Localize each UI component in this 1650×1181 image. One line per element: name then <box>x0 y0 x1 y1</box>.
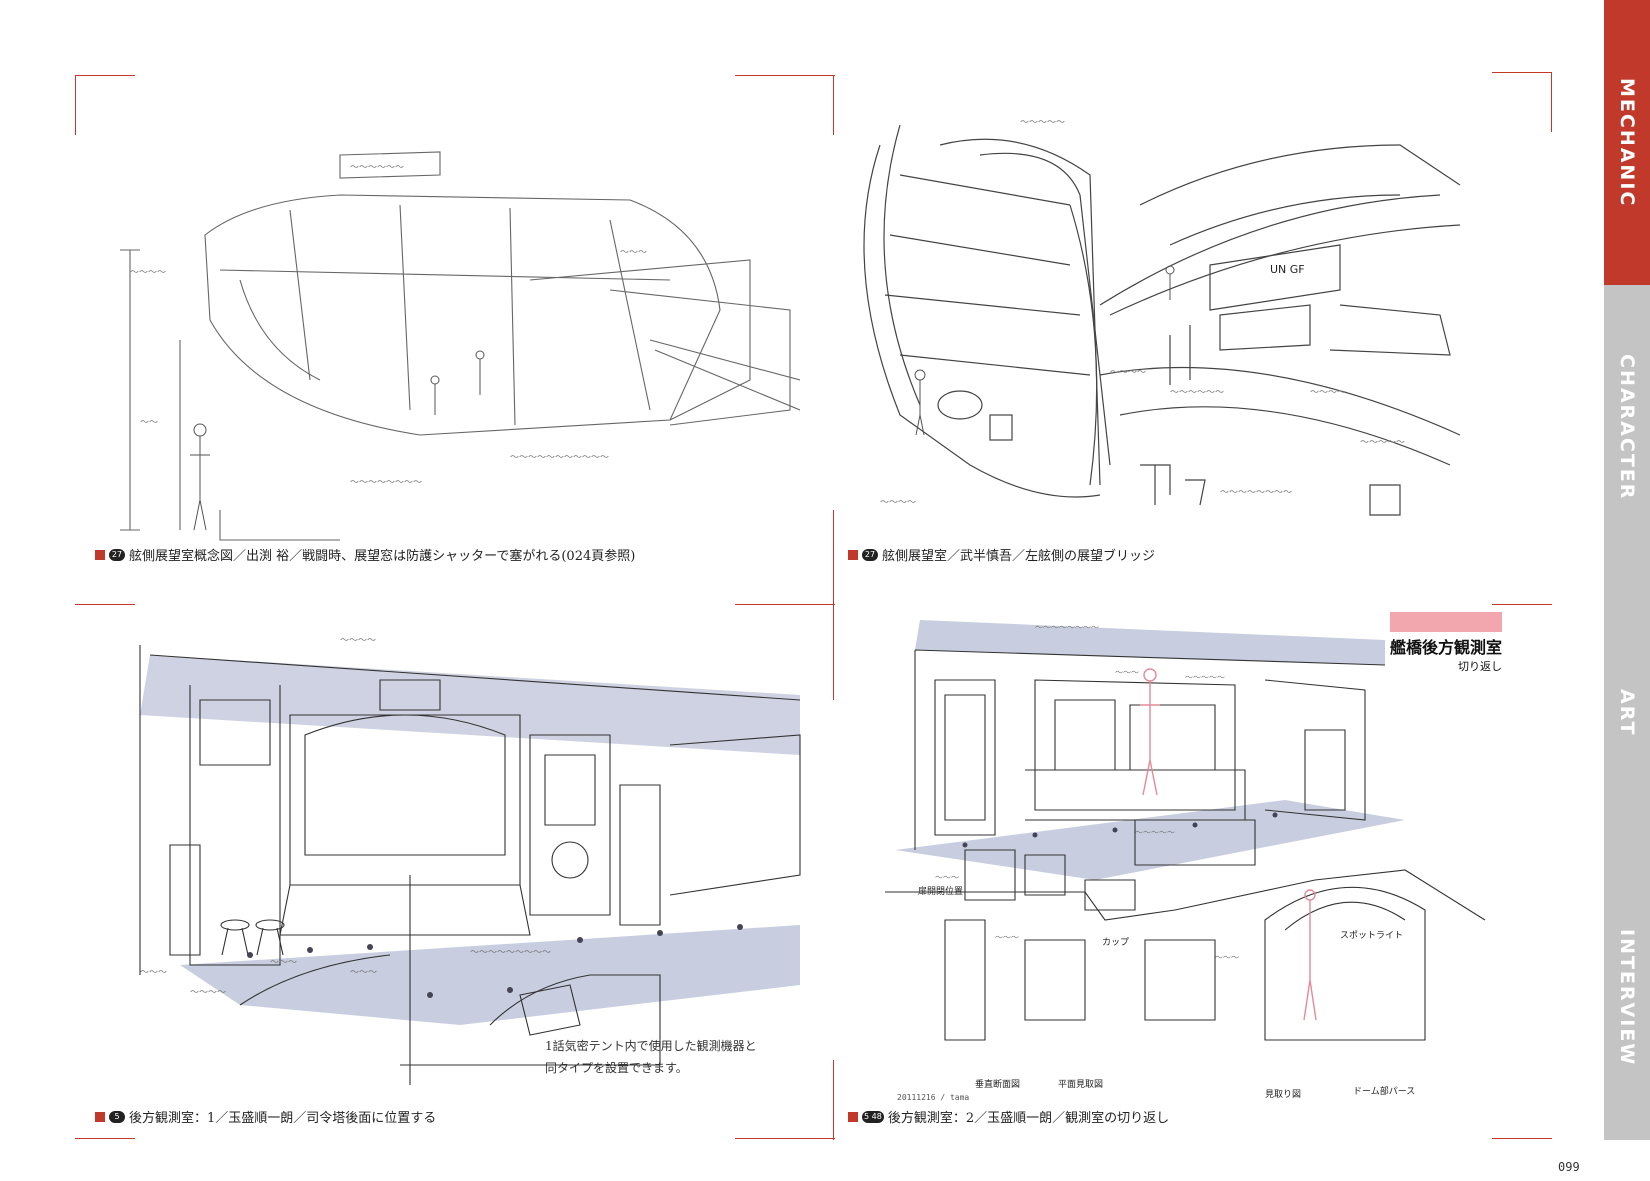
label-door: 扉開閉位置 <box>918 887 964 897</box>
svg-text:〜〜〜: 〜〜〜 <box>140 968 167 978</box>
lounge-concept-sketch: 〜〜〜〜〜〜 〜〜〜〜 〜〜 〜〜〜〜〜〜〜〜〜〜〜 〜〜〜〜〜〜〜〜 〜〜〜 <box>120 151 800 541</box>
svg-text:〜〜〜〜〜: 〜〜〜〜〜 <box>1135 828 1175 837</box>
section-tabs: MECHANIC CHARACTER ART INTERVIEW <box>1604 0 1650 1181</box>
tab-art[interactable]: ART <box>1604 570 1650 855</box>
svg-text:〜〜〜: 〜〜〜 <box>1215 953 1239 962</box>
svg-text:〜〜〜〜〜〜〜〜: 〜〜〜〜〜〜〜〜 <box>1035 623 1099 632</box>
svg-text:〜〜〜〜〜: 〜〜〜〜〜 <box>1020 118 1065 128</box>
svg-text:〜〜〜〜: 〜〜〜〜 <box>880 498 916 508</box>
svg-text:〜〜〜: 〜〜〜 <box>1115 668 1139 677</box>
caption-number: 27 <box>862 548 878 561</box>
caption-marker <box>95 549 105 560</box>
crop-mark <box>1492 72 1552 73</box>
caption-marker <box>848 549 858 560</box>
crop-mark <box>735 604 835 605</box>
room-subtitle: 切り返し <box>1458 660 1502 673</box>
caption-bottom-left: 5 後方観測室：1／玉盛順一朗／司令塔後面に位置する <box>95 1107 436 1126</box>
svg-text:〜〜: 〜〜 <box>140 418 158 428</box>
label-layout: 見取り図 <box>1265 1090 1302 1100</box>
crop-mark <box>75 604 135 605</box>
svg-text:〜〜〜〜: 〜〜〜〜 <box>340 636 376 646</box>
crop-mark <box>75 1138 135 1139</box>
observation-device-note: 1話気密テント内で使用した観測機器と 同タイプを設置できます。 <box>545 1035 757 1079</box>
crop-mark <box>1551 72 1552 132</box>
crop-mark <box>735 75 835 76</box>
label-dome: ドーム部パース <box>1353 1087 1416 1097</box>
svg-text:〜〜〜〜: 〜〜〜〜 <box>1110 368 1146 378</box>
caption-text: 舷側展望室概念図／出渕 裕／戦闘時、展望窓は防護シャッターで塞がれる(024頁参… <box>129 549 636 564</box>
crop-mark <box>75 75 76 135</box>
svg-text:〜〜〜: 〜〜〜 <box>935 873 959 882</box>
sketch-panel-bottom-right: 〜〜〜〜〜〜〜〜 〜〜〜 〜〜〜〜〜 〜〜〜 〜〜〜〜〜 〜〜〜 〜〜〜 <box>885 620 1505 1095</box>
label-cup: カップ <box>1102 938 1130 948</box>
svg-text:〜〜〜〜〜〜〜〜〜: 〜〜〜〜〜〜〜〜〜 <box>470 948 551 958</box>
svg-text:〜〜〜〜〜: 〜〜〜〜〜 <box>1360 438 1405 448</box>
emblem-label: UN GF <box>1270 263 1305 276</box>
label-spotlight: スポットライト <box>1340 931 1404 941</box>
tab-label: MECHANIC <box>1616 77 1638 208</box>
page-number: 099 <box>1558 1160 1580 1174</box>
caption-number: 5 <box>109 1110 125 1123</box>
caption-bottom-right: 5 48 後方観測室：2／玉盛順一朗／観測室の切り返し <box>848 1107 1169 1126</box>
observation-room-reverse-sketch: 〜〜〜〜〜〜〜〜 〜〜〜 〜〜〜〜〜 〜〜〜 〜〜〜〜〜 〜〜〜 〜〜〜 <box>885 620 1486 1041</box>
tab-interview[interactable]: INTERVIEW <box>1604 855 1650 1140</box>
svg-text:〜〜〜〜〜〜: 〜〜〜〜〜〜 <box>1170 388 1224 398</box>
sketch-panel-top-left: 〜〜〜〜〜〜 〜〜〜〜 〜〜 〜〜〜〜〜〜〜〜〜〜〜 〜〜〜〜〜〜〜〜 〜〜〜 <box>110 80 800 560</box>
note-line-2: 同タイプを設置できます。 <box>545 1061 688 1075</box>
svg-text:〜〜〜: 〜〜〜 <box>270 958 297 968</box>
tab-label: ART <box>1616 688 1638 737</box>
svg-text:〜〜〜〜: 〜〜〜〜 <box>1310 388 1346 398</box>
caption-marker <box>95 1111 105 1122</box>
tab-label: CHARACTER <box>1616 354 1638 501</box>
svg-text:〜〜〜: 〜〜〜 <box>350 968 377 978</box>
note-line-1: 1話気密テント内で使用した観測機器と <box>545 1039 757 1053</box>
svg-text:〜〜〜〜〜: 〜〜〜〜〜 <box>1185 673 1225 682</box>
crop-mark <box>75 75 135 76</box>
caption-marker <box>848 1111 858 1122</box>
svg-text:〜〜〜〜〜〜〜〜: 〜〜〜〜〜〜〜〜 <box>350 478 422 488</box>
crop-mark <box>1492 1138 1552 1139</box>
room-title-block: 艦橋後方観測室 切り返し <box>1390 612 1502 674</box>
caption-top-right: 27 舷側展望室／武半慎吾／左舷側の展望ブリッジ <box>848 545 1155 564</box>
room-title: 艦橋後方観測室 <box>1390 638 1503 657</box>
svg-text:〜〜〜〜: 〜〜〜〜 <box>130 268 166 278</box>
svg-text:〜〜〜〜〜〜〜〜〜〜〜: 〜〜〜〜〜〜〜〜〜〜〜 <box>510 453 609 463</box>
rear-observation-room-sketch: 〜〜〜〜 〜〜〜 〜〜〜〜 〜〜〜〜〜〜〜〜〜 〜〜〜 〜〜〜 <box>139 636 801 1085</box>
caption-text: 舷側展望室／武半慎吾／左舷側の展望ブリッジ <box>882 549 1156 564</box>
crop-mark <box>1492 604 1552 605</box>
svg-text:〜〜〜〜: 〜〜〜〜 <box>190 988 226 998</box>
tab-mechanic[interactable]: MECHANIC <box>1604 0 1650 285</box>
caption-number: 27 <box>109 548 125 561</box>
label-plan: 平面見取図 <box>1058 1080 1104 1090</box>
sketch-panel-top-right: UN GF 〜〜〜〜〜 〜〜〜〜 〜〜〜〜〜〜 〜〜〜〜 〜〜〜〜〜 〜〜〜〜〜… <box>840 85 1480 535</box>
tab-label: INTERVIEW <box>1616 928 1638 1067</box>
sketch-date: 20111216 / tama <box>897 1093 970 1102</box>
svg-text:〜〜〜〜〜〜: 〜〜〜〜〜〜 <box>350 163 404 173</box>
svg-text:〜〜〜〜〜〜〜〜: 〜〜〜〜〜〜〜〜 <box>1220 488 1292 498</box>
label-vertical-section: 垂直断面図 <box>975 1080 1021 1090</box>
crop-mark <box>833 1060 834 1140</box>
crop-mark <box>833 75 834 135</box>
caption-number: 5 48 <box>862 1110 884 1123</box>
crop-mark <box>833 510 834 700</box>
caption-text: 後方観測室：1／玉盛順一朗／司令塔後面に位置する <box>129 1111 437 1126</box>
caption-text: 後方観測室：2／玉盛順一朗／観測室の切り返し <box>887 1111 1170 1126</box>
svg-text:〜〜〜: 〜〜〜 <box>995 933 1019 942</box>
svg-text:〜〜〜: 〜〜〜 <box>620 248 647 258</box>
title-highlight-bar <box>1390 612 1502 632</box>
tab-character[interactable]: CHARACTER <box>1604 285 1650 570</box>
crop-mark <box>735 1138 835 1139</box>
caption-top-left: 27 舷側展望室概念図／出渕 裕／戦闘時、展望窓は防護シャッターで塞がれる(02… <box>95 545 635 564</box>
sketch-panel-bottom-left: 〜〜〜〜 〜〜〜 〜〜〜〜 〜〜〜〜〜〜〜〜〜 〜〜〜 〜〜〜 <box>100 625 820 1095</box>
observation-bridge-sketch: UN GF 〜〜〜〜〜 〜〜〜〜 〜〜〜〜〜〜 〜〜〜〜 〜〜〜〜〜 〜〜〜〜〜… <box>863 118 1461 516</box>
